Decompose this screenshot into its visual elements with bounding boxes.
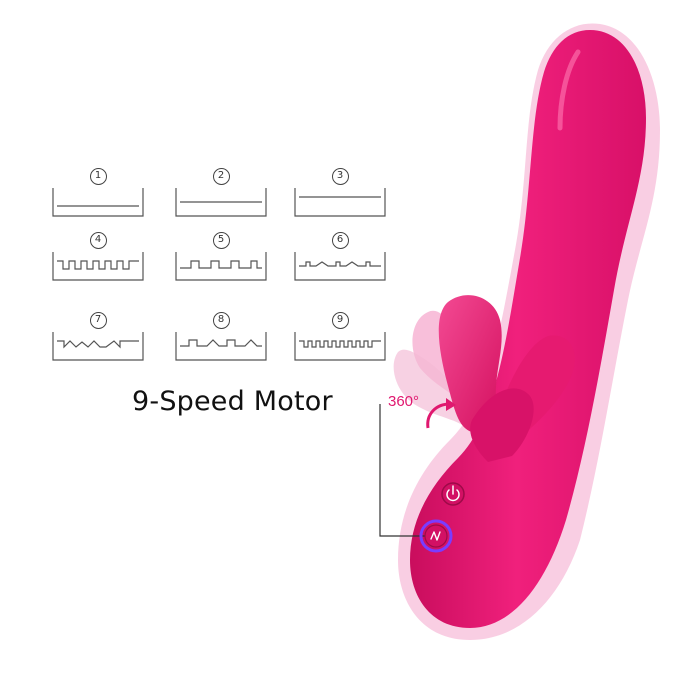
vibration-mode-icon [430, 531, 441, 541]
pattern-wave [52, 252, 144, 281]
arm-base [470, 388, 534, 462]
pattern-number: 5 [212, 231, 230, 249]
pattern-wave [175, 332, 267, 361]
pattern-number: 1 [89, 167, 107, 185]
pattern-number: 9 [331, 311, 349, 329]
pattern-wave [52, 332, 144, 361]
pattern-wave [294, 252, 386, 281]
pattern-wave [175, 252, 267, 281]
power-icon [446, 489, 460, 502]
pattern-wave [52, 188, 144, 217]
pattern-5: 5 [175, 230, 267, 294]
pattern-number: 7 [89, 311, 107, 329]
pattern-number: 8 [212, 311, 230, 329]
callout-line [379, 404, 428, 537]
motor-speed-label: 9-Speed Motor [132, 386, 333, 417]
pattern-4: 4 [52, 230, 144, 294]
pattern-wave [294, 188, 386, 217]
pattern-wave [175, 188, 267, 217]
clitoral-arm [438, 295, 502, 433]
pattern-7: 7 [52, 310, 144, 374]
pattern-3: 3 [294, 166, 386, 230]
pattern-number: 6 [331, 231, 349, 249]
pattern-1: 1 [52, 166, 144, 230]
power-button[interactable] [441, 482, 465, 506]
pattern-wave [294, 332, 386, 361]
pattern-number: 2 [212, 167, 230, 185]
pattern-8: 8 [175, 310, 267, 374]
pattern-number: 4 [89, 231, 107, 249]
shaft [410, 30, 646, 628]
pattern-6: 6 [294, 230, 386, 294]
pattern-2: 2 [175, 166, 267, 230]
rotation-label: 360° [388, 393, 420, 410]
pattern-9: 9 [294, 310, 386, 374]
pattern-number: 3 [331, 167, 349, 185]
mode-button[interactable] [419, 519, 453, 553]
shaft-highlight [557, 49, 581, 131]
